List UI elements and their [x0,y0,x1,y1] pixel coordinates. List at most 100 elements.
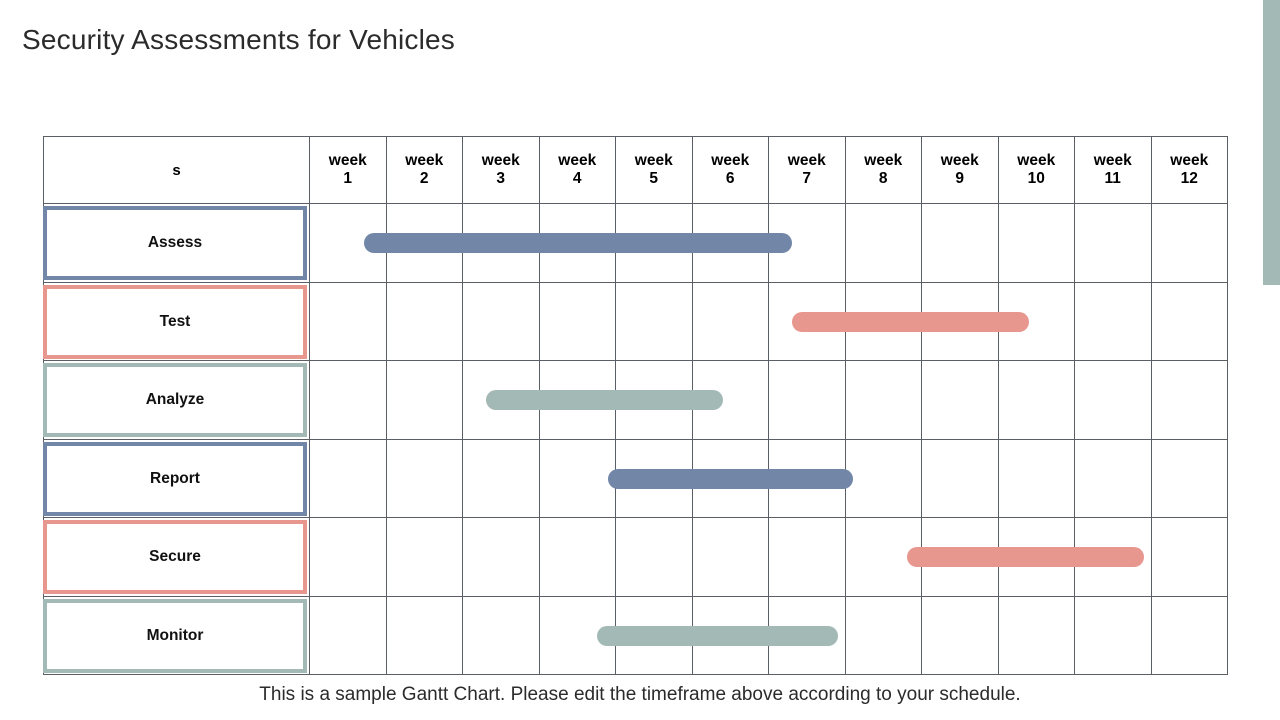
gantt-cell [539,518,616,597]
gantt-cell [1151,518,1228,597]
page-title: Security Assessments for Vehicles [22,24,455,55]
column-header-number: 5 [649,170,659,187]
task-label-secure[interactable]: Secure [43,520,307,595]
gantt-cell [1151,361,1228,440]
column-header-label: week [405,151,444,169]
task-label-text: Test [159,312,191,330]
column-header-label: week [328,151,367,169]
task-label-analyze[interactable]: Analyze [43,363,307,438]
gantt-cell [1075,204,1152,283]
row-header-corner: s [43,136,310,204]
gantt-cell [386,361,463,440]
gantt-cell [616,282,693,361]
task-label-test[interactable]: Test [43,284,307,359]
gantt-cell [769,204,846,283]
column-header-label: week [1170,151,1209,169]
column-header-label: week [1017,151,1056,169]
column-header-number: 12 [1180,170,1198,187]
column-header-label: week [1093,151,1132,169]
gantt-cell [1075,518,1152,597]
gantt-cell [922,204,999,283]
gantt-cell [310,518,387,597]
task-label-monitor[interactable]: Monitor [43,598,307,673]
gantt-bar-layer [310,204,1228,675]
gantt-cell [463,518,540,597]
gantt-bar-test[interactable] [791,311,1030,332]
right-edge-accent-bar [1263,0,1280,285]
column-header-label: week [864,151,903,169]
gantt-cell [998,361,1075,440]
gantt-cell [692,361,769,440]
column-header-number: 4 [572,170,582,187]
column-header-number: 8 [878,170,888,187]
column-header-label: week [940,151,979,169]
column-header-number: 10 [1027,170,1045,187]
gantt-cell [1151,282,1228,361]
gantt-cell [922,361,999,440]
gantt-bar-assess[interactable] [363,233,792,254]
gantt-cell [1151,439,1228,518]
gantt-cell [845,439,922,518]
gantt-cell [310,361,387,440]
gantt-cell [692,518,769,597]
gantt-bar-secure[interactable] [906,547,1144,568]
gantt-cell [1151,204,1228,283]
gantt-cell [310,439,387,518]
column-header-label: week [711,151,750,169]
gantt-bar-report[interactable] [608,468,854,489]
column-header-number: 9 [955,170,965,187]
gantt-cell [692,282,769,361]
column-header-number: 11 [1104,170,1121,187]
task-label-text: Monitor [146,626,204,644]
column-header-number: 2 [419,170,429,187]
gantt-cell [1075,596,1152,675]
column-header-number: 6 [725,170,735,187]
gantt-cell [386,596,463,675]
gantt-cell [463,439,540,518]
gantt-cell [386,518,463,597]
gantt-cell [922,439,999,518]
gantt-cell [922,596,999,675]
gantt-cell [539,439,616,518]
gantt-cell [845,361,922,440]
task-label-text: Secure [149,548,201,566]
task-label-text: Assess [147,234,203,252]
gantt-cell [998,596,1075,675]
gantt-cell [845,596,922,675]
task-label-assess[interactable]: Assess [43,206,307,281]
slide-caption: This is a sample Gantt Chart. Please edi… [259,684,1021,705]
gantt-bar-monitor[interactable] [596,625,838,646]
task-label-text: Analyze [145,391,205,409]
gantt-cell [310,596,387,675]
task-label-report[interactable]: Report [43,441,307,516]
task-label-text: Report [150,469,200,487]
gantt-cell [998,204,1075,283]
gantt-bar-analyze[interactable] [485,390,724,411]
gantt-cell [998,282,1075,361]
column-header-number: 7 [802,170,812,187]
gantt-cell [386,282,463,361]
column-header-number: 1 [343,170,353,187]
